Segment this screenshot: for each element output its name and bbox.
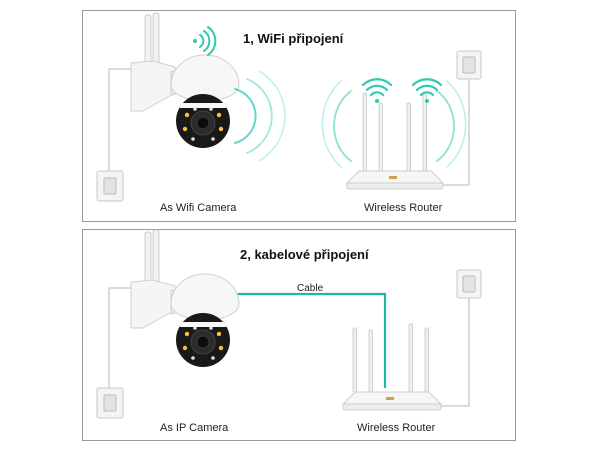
cable-icon	[221, 292, 387, 388]
cable-label: Cable	[297, 283, 324, 294]
router-signal-arcs	[321, 80, 467, 168]
cable-connection-panel: 2, kabelové připojení Cable	[82, 229, 516, 441]
wall-socket-icon	[456, 50, 482, 80]
router-icon	[341, 323, 443, 411]
wifi-icon	[193, 26, 217, 56]
wifi-icon	[411, 78, 443, 103]
wifi-icon	[361, 78, 393, 103]
camera-signal-arcs	[234, 70, 286, 162]
power-wire	[441, 298, 470, 407]
power-wire	[443, 79, 470, 186]
router-label-wifi: Wireless Router	[364, 202, 443, 214]
panel-title-cable: 2, kabelové připojení	[240, 247, 369, 262]
wall-socket-icon	[96, 170, 124, 202]
wifi-panel-illustration	[96, 12, 482, 202]
router-icon	[345, 92, 445, 190]
camera-icon	[130, 12, 240, 148]
wall-socket-icon	[456, 269, 482, 299]
camera-label-wifi: As Wifi Camera	[160, 202, 237, 214]
wall-socket-icon	[96, 387, 124, 419]
cable-panel-illustration	[96, 229, 482, 419]
wifi-connection-panel: 1, WiFi připojení	[82, 10, 516, 222]
panel-title-wifi: 1, WiFi připojení	[243, 31, 344, 46]
router-label-cable: Wireless Router	[357, 422, 436, 434]
camera-label-cable: As IP Camera	[160, 422, 229, 434]
camera-icon	[130, 229, 240, 367]
